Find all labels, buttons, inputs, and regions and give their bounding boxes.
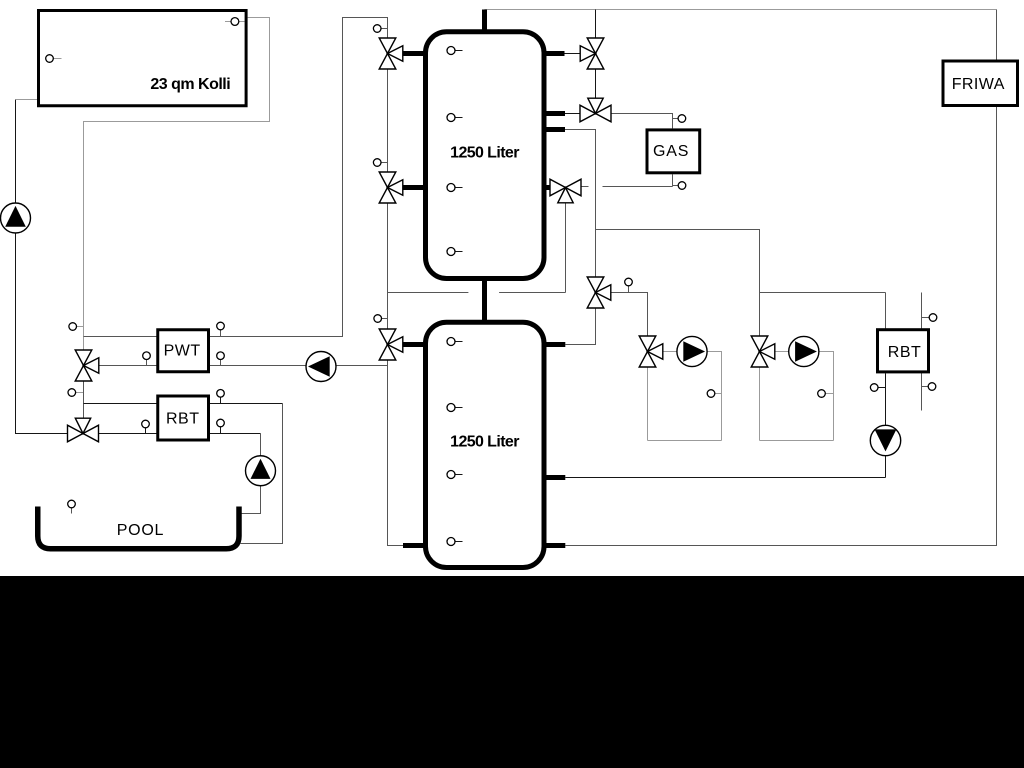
svg-text:GAS: GAS (653, 143, 689, 160)
svg-text:PWT: PWT (164, 343, 201, 360)
svg-text:RBT: RBT (166, 410, 200, 427)
svg-text:FRIWA: FRIWA (952, 76, 1005, 93)
svg-text:1250 Liter: 1250 Liter (450, 433, 519, 450)
svg-text:POOL: POOL (117, 522, 164, 539)
svg-text:1250 Liter: 1250 Liter (450, 145, 519, 162)
svg-text:23 qm Kolli: 23 qm Kolli (150, 76, 230, 93)
svg-text:RBT: RBT (888, 344, 922, 361)
